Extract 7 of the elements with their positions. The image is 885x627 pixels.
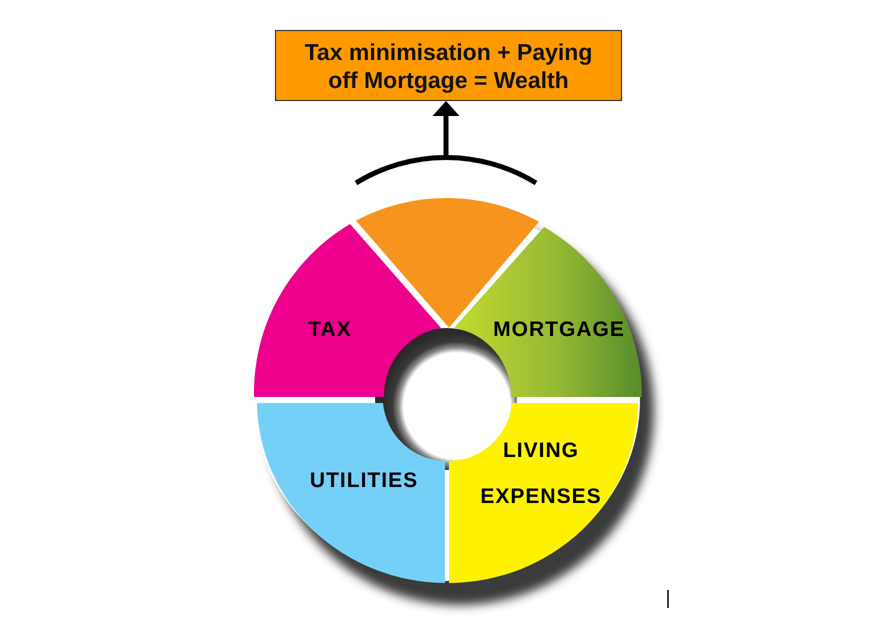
segment-label: LIVING EXPENSES	[479, 438, 603, 510]
segment-label: UTILITIES	[310, 469, 418, 493]
segment-label: TAX	[308, 318, 352, 342]
segment-label: MORTGAGE	[493, 318, 625, 342]
box-text: Tax minimisation + Paying off Mortgage = Wealth	[304, 38, 594, 94]
arrow	[432, 101, 460, 155]
result-box	[275, 30, 622, 101]
